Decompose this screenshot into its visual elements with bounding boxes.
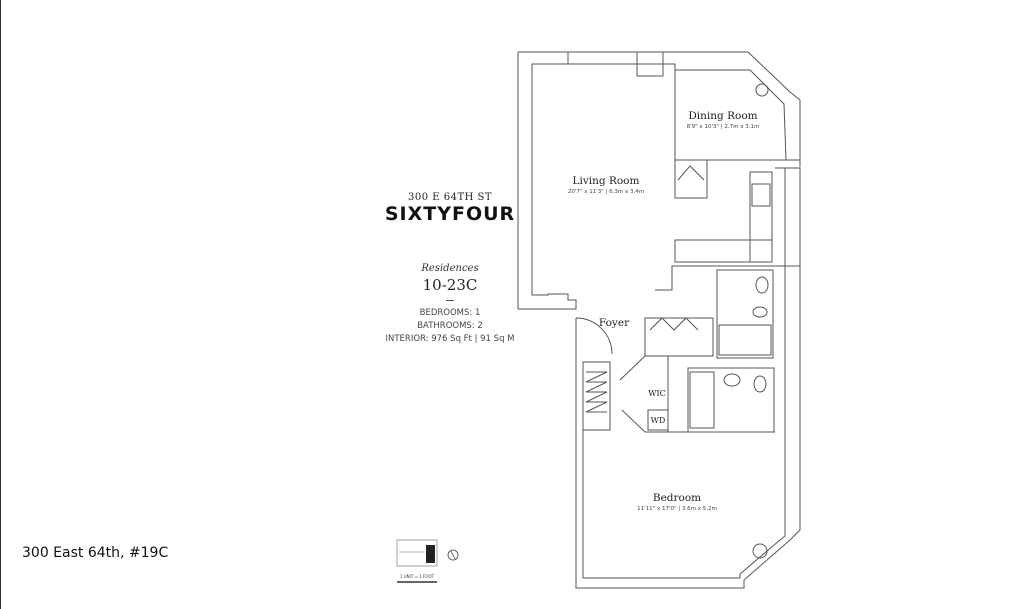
bedroom-inner-wall	[582, 362, 786, 579]
key-plan	[396, 539, 438, 567]
north-arrow-icon	[447, 549, 459, 561]
unit-number: 10-23C	[422, 276, 478, 294]
bedrooms-count: BEDROOMS: 1	[419, 308, 481, 318]
bathrooms-count: BATHROOMS: 2	[417, 321, 483, 331]
building-logo: SIXTYFOUR	[384, 203, 516, 225]
sink-1	[752, 306, 768, 318]
foyer-label: Foyer	[599, 317, 630, 329]
bathtub-2	[689, 371, 715, 429]
linen-closet	[582, 361, 611, 431]
bedroom-dims: 11'11" x 17'0" | 3.6m x 5.2m	[637, 506, 717, 512]
toilet-2	[753, 375, 767, 393]
bedroom-column	[752, 543, 768, 559]
closet-door	[677, 165, 705, 181]
entry-door-swing	[575, 317, 613, 355]
residences-label: Residences	[421, 263, 479, 274]
left-border	[0, 0, 1, 609]
column	[636, 51, 664, 77]
unit-info: Residences 10-23C BEDROOMS: 1 BATHROOMS:…	[380, 263, 520, 346]
kitchen-counter-right	[749, 171, 773, 263]
kitchen-appliance	[751, 183, 771, 207]
wd-box	[647, 409, 669, 431]
toilet-1	[755, 276, 769, 294]
living-room-dims: 20'7" x 11'3" | 6.3m x 3.4m	[568, 189, 644, 195]
dining-room-label: Dining Room	[688, 110, 757, 122]
top-wall	[568, 51, 801, 167]
dining-closet	[674, 159, 708, 199]
bedroom-outer-wall	[575, 354, 801, 589]
bedroom-label: Bedroom	[653, 492, 701, 504]
top-wall-inner	[568, 63, 787, 161]
wic-label: WIC	[648, 389, 666, 398]
building-street: 300 E 64TH ST	[407, 192, 493, 203]
kitchen-wall	[655, 167, 801, 291]
kitchen-counter-bottom	[674, 239, 773, 263]
bathtub-1	[718, 324, 772, 356]
living-outer-wall	[517, 51, 577, 310]
linen-shelves	[585, 371, 608, 413]
scale-label: 1 UNIT = 1 FOOT	[400, 574, 435, 579]
divider	[446, 300, 454, 301]
hall-closet-doors	[649, 317, 699, 331]
dining-room-dims: 8'9" x 10'3" | 2.7m x 3.1m	[687, 124, 760, 130]
bathroom-1	[716, 269, 774, 359]
building-brand: 300 E 64TH ST SIXTYFOUR	[380, 192, 520, 225]
dining-column	[755, 83, 769, 97]
bathroom-2	[687, 367, 775, 433]
hall-closet	[644, 317, 714, 357]
living-room-label: Living Room	[573, 175, 640, 187]
wd-label: WD	[651, 416, 666, 425]
wic-walls	[619, 355, 669, 433]
scale-bar: 1 UNIT = 1 FOOT	[397, 574, 437, 583]
interior-area: INTERIOR: 976 Sq Ft | 91 Sq M	[385, 334, 515, 344]
sink-2	[723, 373, 741, 387]
listing-caption: 300 East 64th, #19C	[22, 545, 169, 561]
